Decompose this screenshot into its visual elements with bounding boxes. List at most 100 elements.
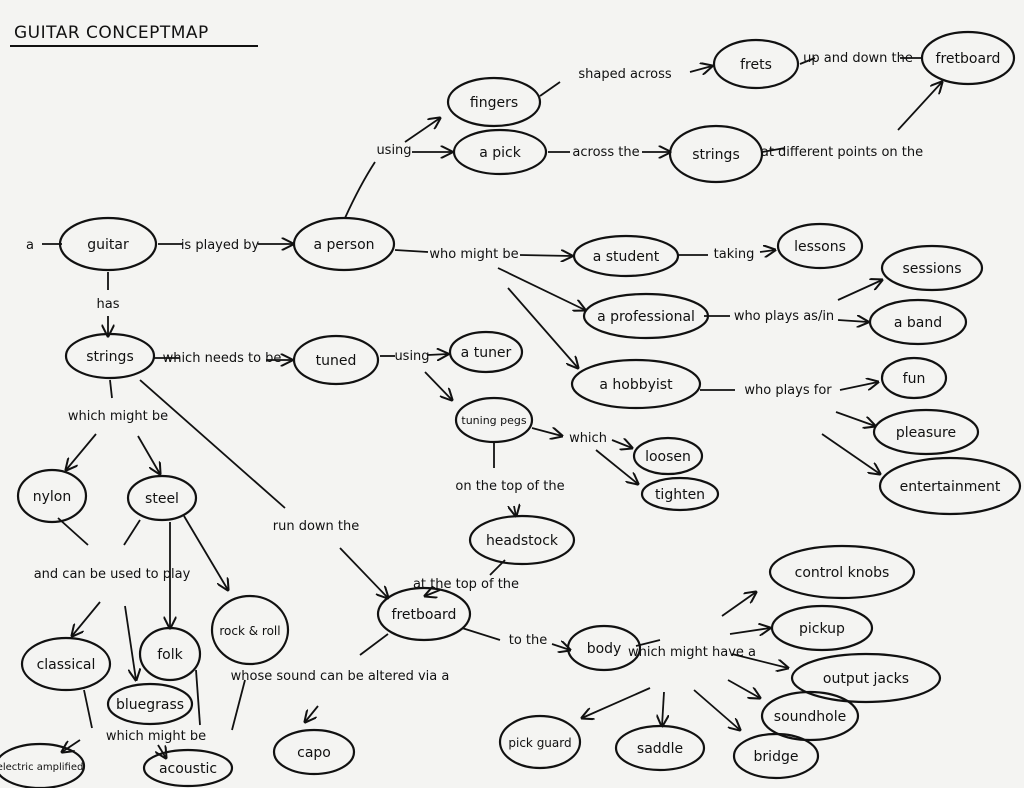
edge-which-loosen <box>611 440 632 448</box>
node-tuner: a tuner <box>448 330 524 374</box>
node-pickguard-label: pick guard <box>508 736 571 750</box>
node-entertainment-label: entertainment <box>900 479 1001 495</box>
label-who-plays-as-in: who plays as/in <box>734 309 834 324</box>
node-classical: classical <box>20 636 112 692</box>
edge-frets-updown <box>799 57 816 65</box>
edge-whichmightbe-steel <box>137 435 160 474</box>
edge-person-using <box>344 161 376 219</box>
edge-whichmight-soundhole <box>727 679 760 698</box>
node-nylon-label: nylon <box>33 489 72 505</box>
node-tuned-label: tuned <box>316 353 357 369</box>
edge-whichmight-pickguard <box>582 687 651 718</box>
page-title: GUITAR CONCEPTMAP <box>14 23 209 43</box>
node-loosen-label: loosen <box>645 449 691 465</box>
node-professional-label: a professional <box>597 309 695 325</box>
node-folk: folk <box>138 626 202 682</box>
node-rock-roll-label: rock & roll <box>219 624 280 638</box>
edge-whoplays-pleasure <box>835 411 875 426</box>
edge-whosesound-capo <box>305 705 319 722</box>
edge-fretboard-tothe <box>461 627 501 641</box>
edge-whichmightbe-nylon <box>66 433 97 470</box>
node-electric-amplified-label: electric amplified <box>0 762 83 773</box>
edge-whichmight-saddle <box>662 691 664 726</box>
edge-steel-andcan <box>123 519 141 546</box>
node-pickguard: pick guard <box>498 714 582 770</box>
edge-rock-whichmightbe <box>231 679 246 731</box>
node-acoustic: acoustic <box>142 748 234 788</box>
node-student-label: a student <box>593 249 660 265</box>
label-to-the: to the <box>509 633 548 648</box>
edge-whichmight-pickup <box>729 628 770 634</box>
label-and-can-be-used-to-play: and can be used to play <box>34 567 191 582</box>
label-is-played-by: is played by <box>181 238 260 253</box>
label-shaped-across: shaped across <box>578 67 672 82</box>
edge-whichmight-bridge <box>693 689 740 730</box>
node-bridge-label: bridge <box>754 749 799 765</box>
node-tighten: tighten <box>640 476 720 512</box>
node-output-jacks-label: output jacks <box>823 671 909 687</box>
edge-rundown-fretboard <box>339 547 388 598</box>
edge-strings-whichmightbe <box>109 379 113 399</box>
label-up-and-down-the: up and down the <box>803 51 913 66</box>
node-lessons-label: lessons <box>794 239 846 255</box>
node-fun-label: fun <box>903 371 926 387</box>
node-person: a person <box>292 216 396 272</box>
node-guitar: guitar <box>58 216 158 272</box>
edge-strings-rundown <box>139 379 286 509</box>
node-fretboard-top-label: fretboard <box>936 51 1001 67</box>
node-capo-label: capo <box>297 745 331 761</box>
node-tuning-pegs: tuning pegs <box>454 396 534 444</box>
node-soundhole-label: soundhole <box>774 709 846 725</box>
node-band-label: a band <box>894 315 942 331</box>
edge-whichmightbe-acoustic <box>158 744 166 758</box>
node-rock-roll: rock & roll <box>210 594 290 666</box>
node-strings: strings <box>64 332 156 380</box>
edge-using-pegs <box>424 371 452 400</box>
label-on-the-top-of-the: on the top of the <box>455 479 564 494</box>
node-headstock: headstock <box>468 514 576 566</box>
node-saddle: saddle <box>614 724 706 772</box>
node-strings-label: strings <box>86 349 133 365</box>
edge-atthetop-fretboard <box>425 590 441 596</box>
node-professional: a professional <box>582 292 710 340</box>
node-sessions: sessions <box>880 244 984 292</box>
node-body-label: body <box>587 641 622 657</box>
node-fretboard-label: fretboard <box>392 607 457 623</box>
node-pick: a pick <box>452 128 548 176</box>
node-pickup-label: pickup <box>799 621 845 637</box>
node-lessons: lessons <box>776 222 864 270</box>
node-pleasure: pleasure <box>872 408 980 456</box>
edge-whoplays-fun <box>839 382 878 391</box>
nodes: guitar a person fingers a pick frets fre… <box>0 30 1022 788</box>
node-control-knobs-label: control knobs <box>795 565 890 581</box>
node-frets-label: frets <box>740 57 772 73</box>
edge-using-tuner <box>427 354 448 355</box>
node-strings-top: strings <box>668 124 764 184</box>
node-pickup: pickup <box>770 604 874 652</box>
label-which-needs-to-be: which needs to be <box>163 351 282 366</box>
node-bluegrass-label: bluegrass <box>116 697 184 713</box>
edge-andcan-bluegrass <box>124 605 136 680</box>
label-using-2: using <box>394 349 429 364</box>
edge-fretboard-whosesound <box>359 633 389 656</box>
node-pick-label: a pick <box>479 145 522 161</box>
node-student: a student <box>572 234 680 278</box>
label-run-down-the: run down the <box>273 519 360 534</box>
link-labels: a is played by using shaped across up an… <box>26 51 923 744</box>
edge-steel-rockroll <box>183 515 228 590</box>
edge-fingers-shaped <box>539 81 561 97</box>
edge-whichmight-output <box>731 653 788 668</box>
node-saddle-label: saddle <box>637 741 683 757</box>
node-tuner-label: a tuner <box>461 345 512 361</box>
edge-whomight-hobbyist <box>507 287 578 368</box>
node-entertainment: entertainment <box>878 456 1022 516</box>
node-tuning-pegs-label: tuning pegs <box>461 414 526 427</box>
node-fretboard: fretboard <box>376 586 472 642</box>
node-tuned: tuned <box>292 334 380 386</box>
node-hobbyist-label: a hobbyist <box>599 377 673 393</box>
edge-shaped-frets <box>689 66 712 72</box>
node-control-knobs: control knobs <box>768 544 916 600</box>
label-which-might-be-2: which might be <box>106 729 206 744</box>
edge-whomight-student <box>519 255 572 256</box>
node-fretboard-top: fretboard <box>920 30 1016 86</box>
